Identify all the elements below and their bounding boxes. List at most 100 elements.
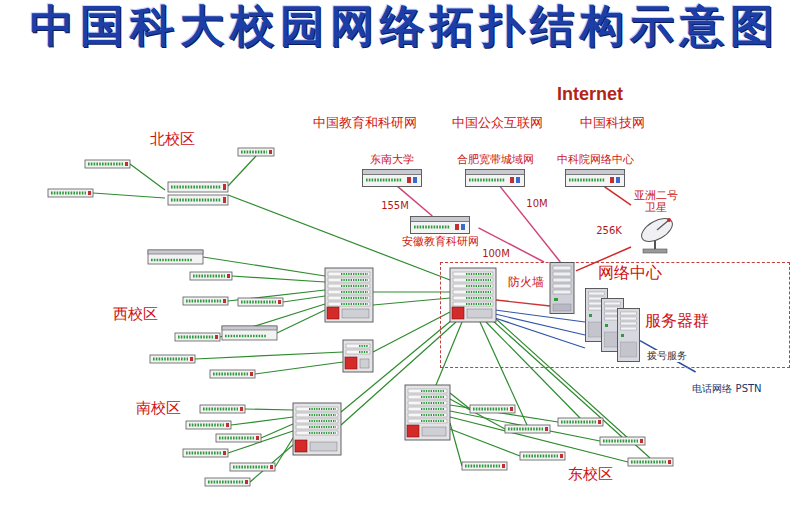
cloud-lobe (468, 373, 553, 439)
chassis-body (405, 385, 450, 440)
switch-ports (603, 440, 638, 443)
text-holder: 电话网络 PSTN (692, 383, 761, 395)
cable (436, 322, 462, 385)
device-label: 亚洲二号 卫星 (632, 190, 680, 214)
chassis-fan (422, 427, 446, 436)
switch-icon (558, 418, 603, 426)
cable (231, 417, 293, 425)
chassis-ports (421, 396, 445, 398)
chassis-switch-icon (343, 340, 373, 372)
switch-icon (183, 297, 228, 305)
router-ports (569, 178, 605, 181)
cable (245, 409, 293, 410)
server-led (621, 334, 624, 337)
firewall-body (550, 263, 574, 314)
switch-ports (241, 301, 276, 304)
chassis-body (343, 340, 373, 372)
cloud-lobe (267, 244, 339, 322)
router-led (461, 224, 465, 230)
router-icon (465, 169, 525, 187)
cloud-lobe (537, 373, 622, 439)
campus-cloud: 东校区 (398, 372, 693, 494)
switch-icon (505, 425, 550, 433)
chassis-ports (466, 303, 491, 305)
cloud-lobe (89, 411, 162, 485)
firewall-led (554, 298, 558, 301)
chassis-slot (296, 407, 338, 411)
network-center-box: 网络中心防火墙服务器群 (440, 262, 790, 368)
cloud-lobe (434, 427, 519, 493)
server-bay (621, 322, 637, 325)
chassis-power (295, 440, 307, 452)
campus-cloud: 北校区 (20, 110, 292, 228)
switch-led (545, 427, 548, 431)
switch-body (148, 250, 203, 264)
chassis-ports (341, 297, 368, 299)
cloud-lobe (328, 99, 676, 196)
router-led (516, 177, 520, 183)
switch-led (270, 465, 273, 469)
chassis-ports (341, 285, 368, 287)
cable (496, 300, 550, 306)
switch-led (502, 464, 505, 468)
switch-icon (222, 326, 277, 340)
switch-icon (238, 298, 283, 306)
cloud-lobe (21, 111, 100, 175)
cloud-lobe (180, 309, 252, 387)
switch-led (256, 436, 259, 440)
cloud-lobe (674, 377, 782, 402)
chassis-power (327, 307, 339, 319)
switch-led (598, 420, 601, 424)
switch-icon (183, 449, 228, 457)
chassis-body (293, 403, 341, 455)
chassis-ports (309, 420, 336, 422)
text-holder: 100M (482, 248, 510, 260)
chassis-ports (421, 420, 445, 422)
router-panel (566, 169, 625, 174)
switch-body (222, 326, 277, 340)
dish-feed-head (667, 218, 671, 222)
switch-body (183, 449, 228, 457)
switch-body (238, 148, 274, 156)
text-holder: 西校区 (113, 306, 158, 323)
server-led (589, 314, 592, 317)
switch-ports (508, 428, 543, 431)
chassis-slot (453, 278, 493, 282)
chassis-slot (453, 290, 493, 294)
firewall-icon (548, 262, 576, 314)
chassis-slot (328, 296, 370, 300)
switch-ports (213, 373, 248, 376)
chassis-ports (466, 297, 491, 299)
chassis-ports (309, 408, 336, 410)
chassis-slot (346, 350, 370, 354)
cloud-lobe (215, 130, 291, 208)
cloud-lobe (151, 244, 223, 322)
chassis-slot (328, 278, 370, 282)
switch-led (278, 300, 281, 304)
router-icon (565, 169, 625, 187)
cable (373, 298, 450, 305)
cloud-lobe (21, 130, 97, 208)
router-ports (366, 178, 402, 181)
router-node: 安徽教育科研网 (402, 216, 479, 249)
chassis-power (345, 357, 357, 369)
switch-icon (48, 189, 93, 197)
switch-ports (189, 424, 224, 427)
region-name: 南校区 (136, 400, 181, 417)
chassis-ports (466, 285, 491, 287)
router-node: 东南大学 (362, 154, 422, 187)
switch-ports (523, 455, 558, 458)
network-name: 中国教育和科研网 (313, 116, 417, 131)
cable (195, 352, 343, 359)
switch-body (85, 160, 130, 168)
switch-icon (628, 458, 673, 466)
chassis-fan (310, 442, 337, 451)
cloud-lobe (399, 393, 482, 474)
switch-body (205, 478, 250, 486)
text-holder: 拨号服务 (646, 350, 688, 362)
cable (228, 156, 256, 186)
device-label: 中科院网络中心 (557, 154, 634, 167)
cloud-shape (88, 392, 350, 504)
router-led (455, 224, 459, 230)
region-name: 电话网络 PSTN (692, 383, 761, 395)
